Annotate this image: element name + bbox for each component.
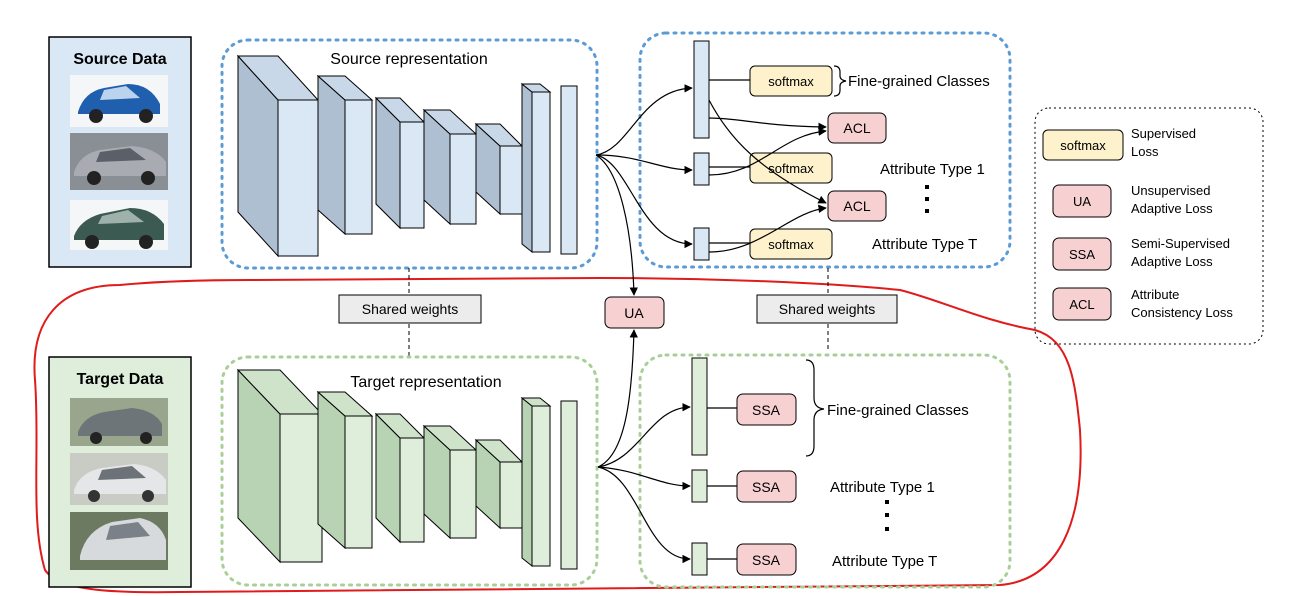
svg-text:Unsupervised: Unsupervised [1131, 183, 1211, 198]
target-attribute-1-label: Attribute Type 1 [830, 479, 935, 496]
target-conv-layer-5 [474, 438, 524, 530]
source-representation-label: Source representation [330, 51, 487, 68]
svg-text:SSA: SSA [752, 479, 781, 495]
target-car-image-1 [70, 398, 168, 446]
svg-text:Supervised: Supervised [1131, 126, 1196, 141]
source-heads-box [638, 31, 1012, 269]
shared-weights-right: Shared weights [756, 294, 898, 324]
acl-node-1: ACL [827, 112, 887, 144]
target-conv-layer-2 [316, 390, 374, 550]
legend-box [1034, 107, 1264, 345]
svg-text:Loss: Loss [1131, 144, 1159, 159]
ua-arrows [595, 154, 638, 468]
target-domain-outline [33, 276, 1082, 594]
source-cnn-layers [236, 54, 578, 258]
source-conv-layer-3 [374, 96, 426, 230]
target-conv-layer-1 [236, 368, 324, 564]
target-data-panel: Target Data [48, 356, 192, 588]
target-attribute-t-label: Attribute Type T [832, 553, 937, 570]
svg-text:ACL: ACL [1069, 297, 1094, 312]
svg-text:Attribute: Attribute [1131, 287, 1179, 302]
svg-text:Shared weights: Shared weights [779, 301, 876, 317]
source-data-title: Source Data [73, 51, 166, 68]
target-fine-grained-brace [805, 359, 825, 457]
source-fine-grained-bar [693, 40, 710, 139]
softmax-attr-t-label: softmax [768, 237, 814, 252]
source-attribute-1-label: Attribute Type 1 [880, 161, 985, 178]
svg-text:softmax: softmax [1060, 138, 1106, 153]
source-fc-layer-2 [560, 85, 578, 255]
source-softmax-attr-t: softmax [709, 228, 833, 260]
softmax-attr-1-label: softmax [768, 161, 814, 176]
legend-item-acl: ACL Attribute Consistency Loss [1052, 287, 1233, 321]
svg-text:SSA: SSA [752, 402, 781, 418]
target-fine-grained-label: Fine-grained Classes [827, 402, 969, 419]
source-car-image-3 [70, 200, 168, 250]
target-ssa-attr-1: SSA [707, 470, 797, 503]
legend-item-ssa: SSA Semi-Supervised Adaptive Loss [1052, 236, 1230, 271]
target-ssa-attr-t: SSA [707, 543, 797, 576]
source-conv-layer-4 [422, 108, 478, 226]
target-data-title: Target Data [77, 371, 164, 388]
source-attribute-t-bar [693, 227, 710, 261]
source-attribute-t-label: Attribute Type T [872, 236, 977, 253]
svg-text:SSA: SSA [752, 552, 781, 568]
source-conv-layer-1 [236, 54, 320, 258]
target-fine-grained-bar [691, 357, 708, 456]
svg-text:Adaptive Loss: Adaptive Loss [1131, 201, 1213, 216]
shared-weights-left: Shared weights [338, 294, 482, 324]
svg-text:UA: UA [624, 305, 644, 321]
source-softmax-fine: softmax [709, 65, 833, 97]
svg-text:ACL: ACL [843, 120, 870, 136]
svg-text:Adaptive Loss: Adaptive Loss [1131, 254, 1213, 269]
source-softmax-attr-1: softmax [709, 152, 833, 184]
target-cnn-layers [236, 368, 578, 570]
source-representation-box [220, 38, 599, 270]
source-ellipsis-dots [925, 185, 929, 213]
svg-text:Semi-Supervised: Semi-Supervised [1131, 236, 1230, 251]
target-car-image-3 [70, 512, 168, 570]
source-branch-arrows [595, 84, 693, 249]
softmax-fine-label: softmax [768, 74, 814, 89]
acl-node-2: ACL [827, 190, 887, 222]
legend-item-softmax: softmax Supervised Loss [1042, 126, 1196, 161]
legend-item-ua: UA Unsupervised Adaptive Loss [1052, 183, 1213, 218]
source-car-image-1 [70, 75, 168, 127]
target-representation-label: Target representation [350, 374, 501, 391]
target-attribute-1-bar [691, 469, 708, 503]
source-fine-grained-brace [833, 65, 847, 97]
svg-text:Consistency Loss: Consistency Loss [1131, 305, 1233, 320]
target-representation-box [220, 355, 599, 587]
svg-text:UA: UA [1073, 194, 1091, 209]
source-data-panel: Source Data [48, 36, 192, 268]
source-car-image-2 [70, 133, 168, 190]
target-ellipsis-dots [885, 500, 889, 531]
target-conv-layer-4 [422, 424, 478, 540]
target-branch-arrows [597, 403, 691, 564]
svg-text:SSA: SSA [1069, 247, 1095, 262]
svg-text:Shared weights: Shared weights [362, 301, 459, 317]
target-fc-layer-1 [520, 396, 552, 568]
ua-node: UA [604, 296, 665, 329]
target-heads-box [638, 353, 1012, 589]
acl-arrows [708, 99, 827, 253]
target-attribute-t-bar [691, 542, 708, 576]
source-conv-layer-2 [316, 74, 374, 236]
source-fine-grained-label: Fine-grained Classes [848, 73, 990, 90]
source-conv-layer-5 [474, 122, 524, 216]
target-car-image-2 [70, 453, 168, 505]
source-fc-layer-1 [520, 82, 552, 254]
target-fc-layer-2 [560, 400, 578, 570]
svg-text:ACL: ACL [843, 198, 870, 214]
source-attribute-1-bar [693, 152, 710, 186]
target-conv-layer-3 [374, 412, 426, 544]
target-ssa-fine: SSA [707, 393, 797, 426]
